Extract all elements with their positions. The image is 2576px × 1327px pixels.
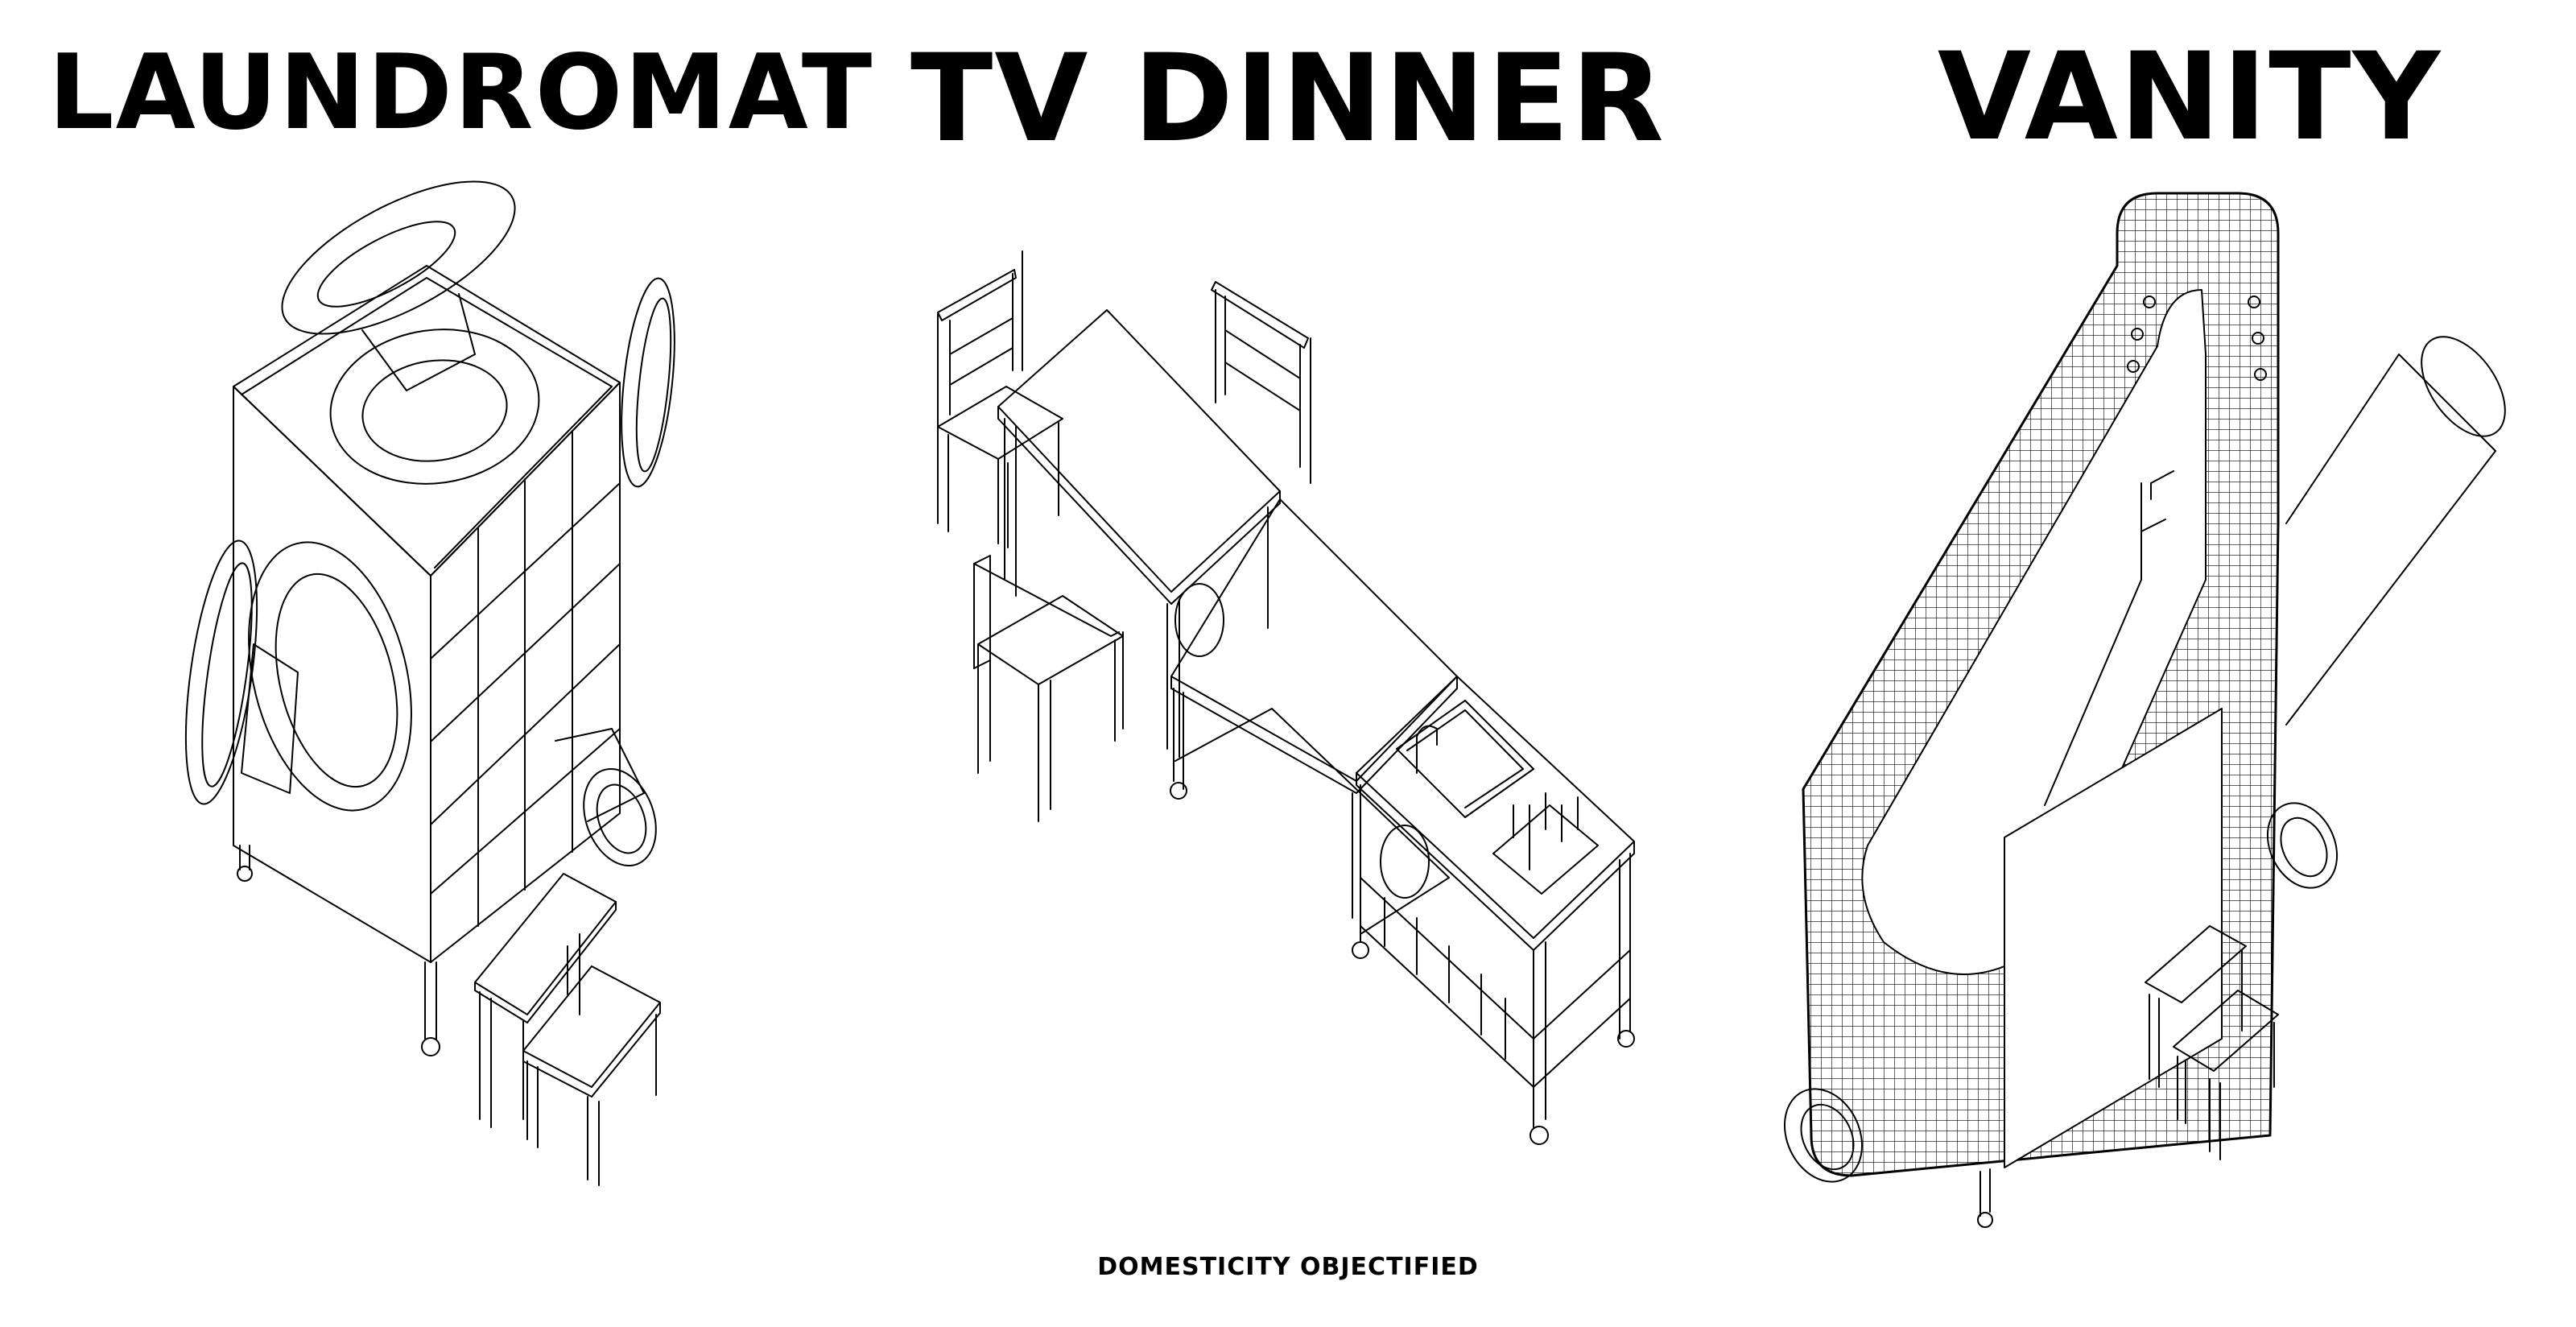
tv-dinner-drawing	[938, 251, 1634, 1144]
vanity-drawing	[1770, 193, 2522, 1227]
title-vanity: VANITY	[1937, 27, 2442, 167]
chair-back-left	[938, 251, 1063, 548]
vanity-legs	[1978, 1169, 1992, 1227]
caption: DOMESTICITY OBJECTIFIED	[1097, 1253, 1479, 1281]
vanity-duct-bottom	[1770, 1077, 1876, 1195]
title-laundromat: LAUNDROMAT	[48, 33, 874, 153]
washing-machine-cabinet	[172, 151, 683, 1056]
tiled-tub	[1803, 193, 2278, 1176]
vanity-duct-right	[2255, 792, 2351, 899]
step-stool-vanity	[2145, 926, 2278, 1160]
vanity-pipe	[2286, 322, 2522, 725]
chair-back-right	[1212, 282, 1311, 483]
step-stool-laundromat	[475, 874, 660, 1185]
laundromat-drawing	[172, 151, 683, 1185]
chair-front	[974, 556, 1123, 821]
title-tv-dinner: TV DINNER	[910, 29, 1666, 169]
dining-table	[998, 310, 1280, 757]
kitchen-counter-frame	[1170, 499, 1634, 1144]
